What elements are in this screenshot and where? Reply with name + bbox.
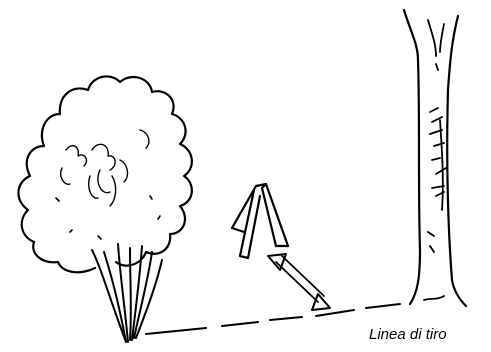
shrub-foliage-dots bbox=[56, 196, 160, 239]
shooting-line bbox=[146, 304, 400, 334]
distance-arrow bbox=[268, 254, 330, 310]
shrub-canopy bbox=[18, 76, 191, 272]
trunk-left-edge bbox=[404, 10, 420, 304]
shrub-inner-foliage bbox=[61, 130, 149, 206]
target-marker bbox=[232, 184, 288, 258]
shrub bbox=[18, 76, 191, 342]
shrub-trunk-stems bbox=[92, 244, 162, 342]
trunk-bark-marks bbox=[424, 20, 446, 300]
arrow-head-bottom bbox=[312, 294, 330, 310]
tree-trunk bbox=[404, 10, 466, 306]
shooting-line-caption: Linea di tiro bbox=[369, 326, 447, 343]
shooting-line-dashes bbox=[146, 304, 400, 334]
target-stand bbox=[232, 184, 288, 258]
trunk-right-edge bbox=[447, 16, 466, 306]
